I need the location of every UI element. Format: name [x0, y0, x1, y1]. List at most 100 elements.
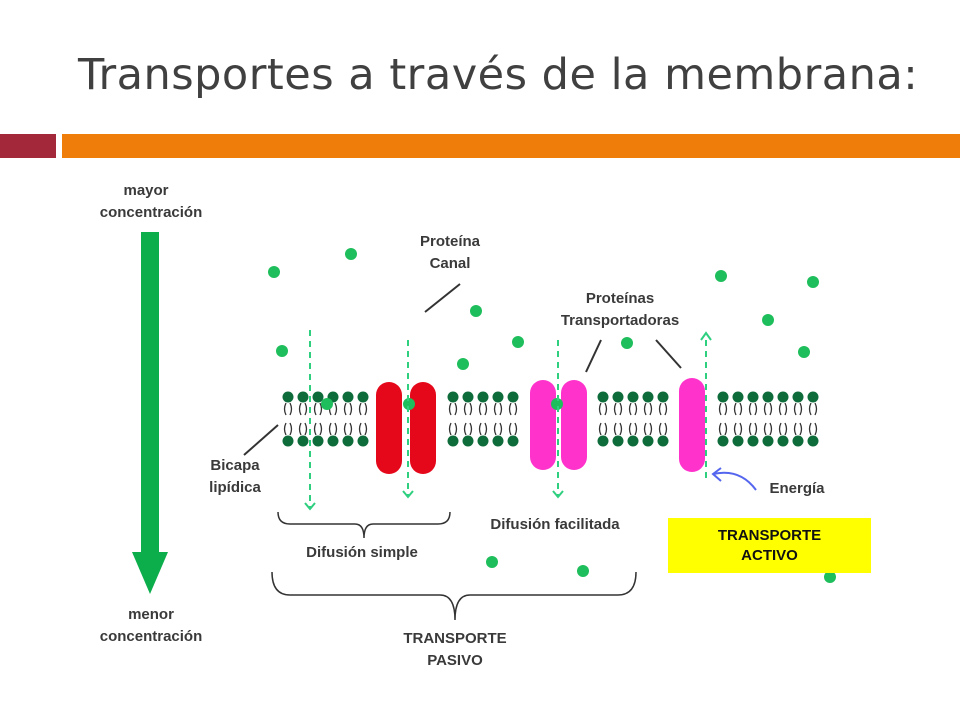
transporte-activo-box: TRANSPORTE ACTIVO — [668, 518, 871, 573]
lipid-tail — [343, 402, 353, 436]
lipid-head — [717, 391, 729, 403]
lipid-tail — [748, 402, 758, 436]
lipid-bilayer — [282, 391, 819, 447]
energy-arrow — [711, 467, 757, 491]
lipid-head — [477, 435, 489, 447]
lipid-head — [357, 391, 369, 403]
lipid-head — [717, 435, 729, 447]
lipid-head — [492, 435, 504, 447]
lipid-head — [627, 391, 639, 403]
lipid-tail — [808, 402, 818, 436]
lipid-head — [297, 391, 309, 403]
lipid-tail — [718, 402, 728, 436]
lipid-head — [462, 435, 474, 447]
lipid-head — [642, 435, 654, 447]
lipid-head — [732, 391, 744, 403]
lipid-tail — [493, 402, 503, 436]
lipid-head — [777, 435, 789, 447]
lipid-head — [597, 435, 609, 447]
label-canal: Canal — [429, 255, 471, 272]
lipid-head — [612, 391, 624, 403]
label-transporte-activo-1: TRANSPORTE — [717, 526, 822, 544]
lipid-tail — [448, 402, 458, 436]
lipid-head — [492, 391, 504, 403]
concentration-gradient-arrow — [132, 232, 168, 594]
lipid-tail — [763, 402, 773, 436]
page-title: Transportes a través de la membrana: — [78, 50, 919, 100]
lipid-head — [762, 391, 774, 403]
lipid-head — [612, 435, 624, 447]
lipid-head — [312, 391, 324, 403]
lipid-head — [792, 435, 804, 447]
molecules-in-membrane — [321, 398, 563, 410]
lipid-tail — [628, 402, 638, 436]
lipid-tail — [298, 402, 308, 436]
lipid-head — [477, 391, 489, 403]
label-concentracion-top: concentración — [99, 204, 203, 221]
lipid-tail — [508, 402, 518, 436]
lipid-tail — [793, 402, 803, 436]
label-concentracion-bottom: concentración — [99, 628, 203, 645]
label-transportadoras: Transportadoras — [560, 312, 680, 329]
accent-bar-orange — [62, 134, 960, 158]
lipid-tail — [313, 402, 323, 436]
lipid-head — [447, 391, 459, 403]
channel-protein — [376, 382, 436, 474]
lipid-tail — [643, 402, 653, 436]
lipid-tail — [613, 402, 623, 436]
brace-transporte-pasivo — [271, 571, 637, 621]
label-difusion-simple: Difusión simple — [306, 544, 418, 561]
lipid-head — [297, 435, 309, 447]
accent-bar-red — [0, 134, 56, 158]
label-transporte-pasivo-1: TRANSPORTE — [403, 630, 507, 647]
path-arrowheads — [304, 331, 712, 511]
label-lipidica: lipídica — [209, 479, 261, 496]
lipid-tail — [358, 402, 368, 436]
lipid-head — [777, 391, 789, 403]
label-mayor: mayor — [123, 182, 169, 199]
lipid-head — [657, 391, 669, 403]
lipid-tail — [283, 402, 293, 436]
label-proteinas: Proteínas — [585, 290, 655, 307]
pointer-lines — [243, 283, 682, 456]
lipid-head — [807, 391, 819, 403]
lipid-head — [807, 435, 819, 447]
lipid-head — [642, 391, 654, 403]
lipid-head — [747, 391, 759, 403]
label-transporte-activo-2: ACTIVO — [741, 546, 798, 564]
lipid-head — [657, 435, 669, 447]
lipid-head — [627, 435, 639, 447]
lipid-head — [792, 391, 804, 403]
lipid-head — [597, 391, 609, 403]
lipid-head — [342, 391, 354, 403]
lipid-head — [747, 435, 759, 447]
lipid-tail — [478, 402, 488, 436]
carrier-proteins — [530, 378, 705, 472]
label-menor: menor — [128, 606, 174, 623]
label-transporte-pasivo-2: PASIVO — [427, 652, 483, 669]
lipid-tail — [778, 402, 788, 436]
label-energia: Energía — [769, 480, 825, 497]
lipid-head — [762, 435, 774, 447]
transport-paths — [309, 330, 707, 508]
brace-difusion-simple — [277, 511, 451, 539]
label-difusion-facilitada: Difusión facilitada — [490, 516, 620, 533]
lipid-head — [312, 435, 324, 447]
lipid-head — [507, 391, 519, 403]
lipid-head — [282, 435, 294, 447]
lipid-head — [342, 435, 354, 447]
lipid-tail — [658, 402, 668, 436]
lipid-head — [732, 435, 744, 447]
lipid-head — [327, 435, 339, 447]
label-proteina: Proteína — [419, 233, 480, 250]
lipid-head — [282, 391, 294, 403]
lipid-tail — [598, 402, 608, 436]
label-bicapa: Bicapa — [210, 457, 260, 474]
lipid-tail — [733, 402, 743, 436]
lipid-head — [447, 435, 459, 447]
lipid-head — [462, 391, 474, 403]
molecules-top — [268, 248, 819, 370]
lipid-head — [507, 435, 519, 447]
lipid-head — [357, 435, 369, 447]
